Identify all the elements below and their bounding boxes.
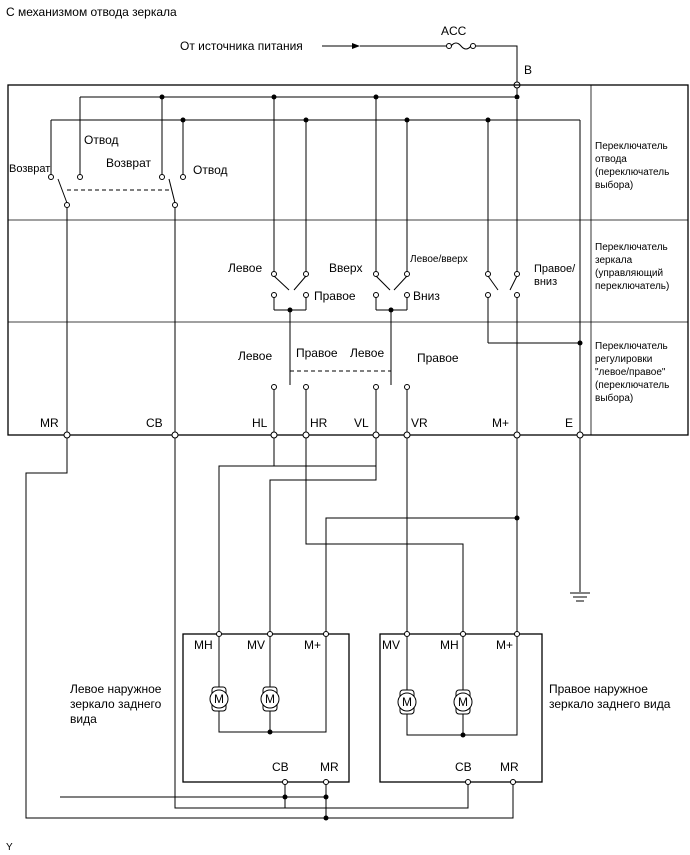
svg-text:выбора): выбора) (595, 179, 633, 191)
motor-letter: M (458, 695, 468, 709)
select-left-2-label: Левое (350, 346, 384, 360)
mirror-right-label: Правое (314, 289, 356, 303)
fuse-label: ACC (441, 24, 467, 38)
retract-left-retract-label: Отвод (84, 133, 118, 147)
left-mirror-mr-label: MR (320, 760, 339, 774)
svg-text:(управляющий: (управляющий (595, 268, 663, 279)
motor-icon: M (209, 686, 229, 712)
retract-right-return-label: Возврат (106, 156, 152, 170)
b-terminal-label: B (524, 63, 532, 77)
select-right-2-label: Правое (417, 351, 459, 365)
switch-unit-box (7, 84, 689, 436)
select-right-1-label: Правое (296, 346, 338, 360)
terminal-mr-label: MR (40, 416, 59, 430)
right-mirror-cb-label: CB (455, 760, 472, 774)
svg-text:(переключатель: (переключатель (595, 167, 669, 178)
mirror-left-up-label: Левое/вверх (410, 254, 468, 265)
right-mirror-mv-label: MV (382, 638, 400, 652)
motor-icon: M (397, 689, 417, 715)
power-arrow (322, 43, 360, 49)
select-left-1-label: Левое (238, 349, 272, 363)
left-mirror-mplus-label: M+ (304, 638, 321, 652)
svg-text:отвода: отвода (595, 154, 627, 165)
motor-icon: M (260, 686, 280, 712)
left-mirror-caption-1: Левое наружное (70, 682, 162, 696)
motor-letter: M (214, 692, 224, 706)
terminal-e-label: E (565, 416, 573, 430)
right-mirror-caption-2: зеркало заднего вида (549, 697, 671, 711)
external-wiring (25, 438, 590, 821)
motor-icon: M (453, 689, 473, 715)
svg-text:зеркала: зеркала (595, 255, 633, 266)
mirror-right-down-label-2: вниз (534, 276, 557, 288)
left-mirror-mh-label: MH (194, 638, 213, 652)
left-mirror-caption-2: зеркало заднего (70, 697, 162, 711)
svg-text:"левое/правое": "левое/правое" (595, 367, 666, 378)
motor-letter: M (265, 692, 275, 706)
connector-terminals (63, 431, 584, 439)
right-mirror-internal (404, 631, 520, 785)
svg-text:выбора): выбора) (595, 392, 633, 404)
svg-text:Переключатель: Переключатель (595, 141, 668, 152)
diagram-title: С механизмом отвода зеркала (6, 5, 177, 19)
terminal-hl-label: HL (252, 416, 268, 430)
svg-text:(переключатель: (переключатель (595, 380, 669, 391)
left-mirror-caption-3: вида (70, 712, 97, 726)
left-mirror-internal (216, 631, 329, 785)
mirror-right-down-label-1: Правое/ (534, 263, 576, 275)
footer-mark: Y (6, 842, 13, 853)
mirror-left-label: Левое (228, 261, 262, 275)
terminal-mplus-label: M+ (492, 416, 509, 430)
power-source-label: От источника питания (180, 39, 303, 53)
retract-right-retract-label: Отвод (193, 163, 227, 177)
svg-text:регулировки: регулировки (595, 354, 652, 365)
left-mirror-cb-label: CB (272, 760, 289, 774)
right-mirror-mh-label: MH (440, 638, 459, 652)
retract-left-return-label: Возврат (9, 163, 50, 175)
terminal-cb-label: CB (146, 416, 163, 430)
ground-icon (570, 592, 590, 602)
switch-section-select-label: Переключатель регулировки "левое/правое"… (595, 341, 669, 404)
retract-switch (48, 174, 186, 208)
right-mirror-mplus-label: M+ (496, 638, 513, 652)
mirror-up-label: Вверх (329, 261, 362, 275)
switch-section-retract-label: Переключатель отвода (переключатель выбо… (595, 141, 669, 191)
right-mirror-caption-1: Правое наружное (549, 682, 648, 696)
switch-section-mirror-label: Переключатель зеркала (управляющий перек… (595, 242, 669, 292)
select-switch (66, 208, 410, 433)
svg-text:Переключатель: Переключатель (595, 341, 668, 352)
right-mirror-mr-label: MR (500, 760, 519, 774)
svg-text:Переключатель: Переключатель (595, 242, 668, 253)
mirror-switch (271, 271, 583, 433)
left-mirror-mv-label: MV (247, 638, 265, 652)
terminal-vr-label: VR (411, 416, 428, 430)
mirror-down-label: Вниз (413, 289, 440, 303)
left-mirror-box (182, 633, 350, 783)
svg-text:переключатель): переключатель) (595, 281, 669, 292)
motor-letter: M (402, 695, 412, 709)
terminal-hr-label: HR (310, 416, 328, 430)
fuse-icon (446, 42, 476, 50)
terminal-vl-label: VL (354, 416, 369, 430)
